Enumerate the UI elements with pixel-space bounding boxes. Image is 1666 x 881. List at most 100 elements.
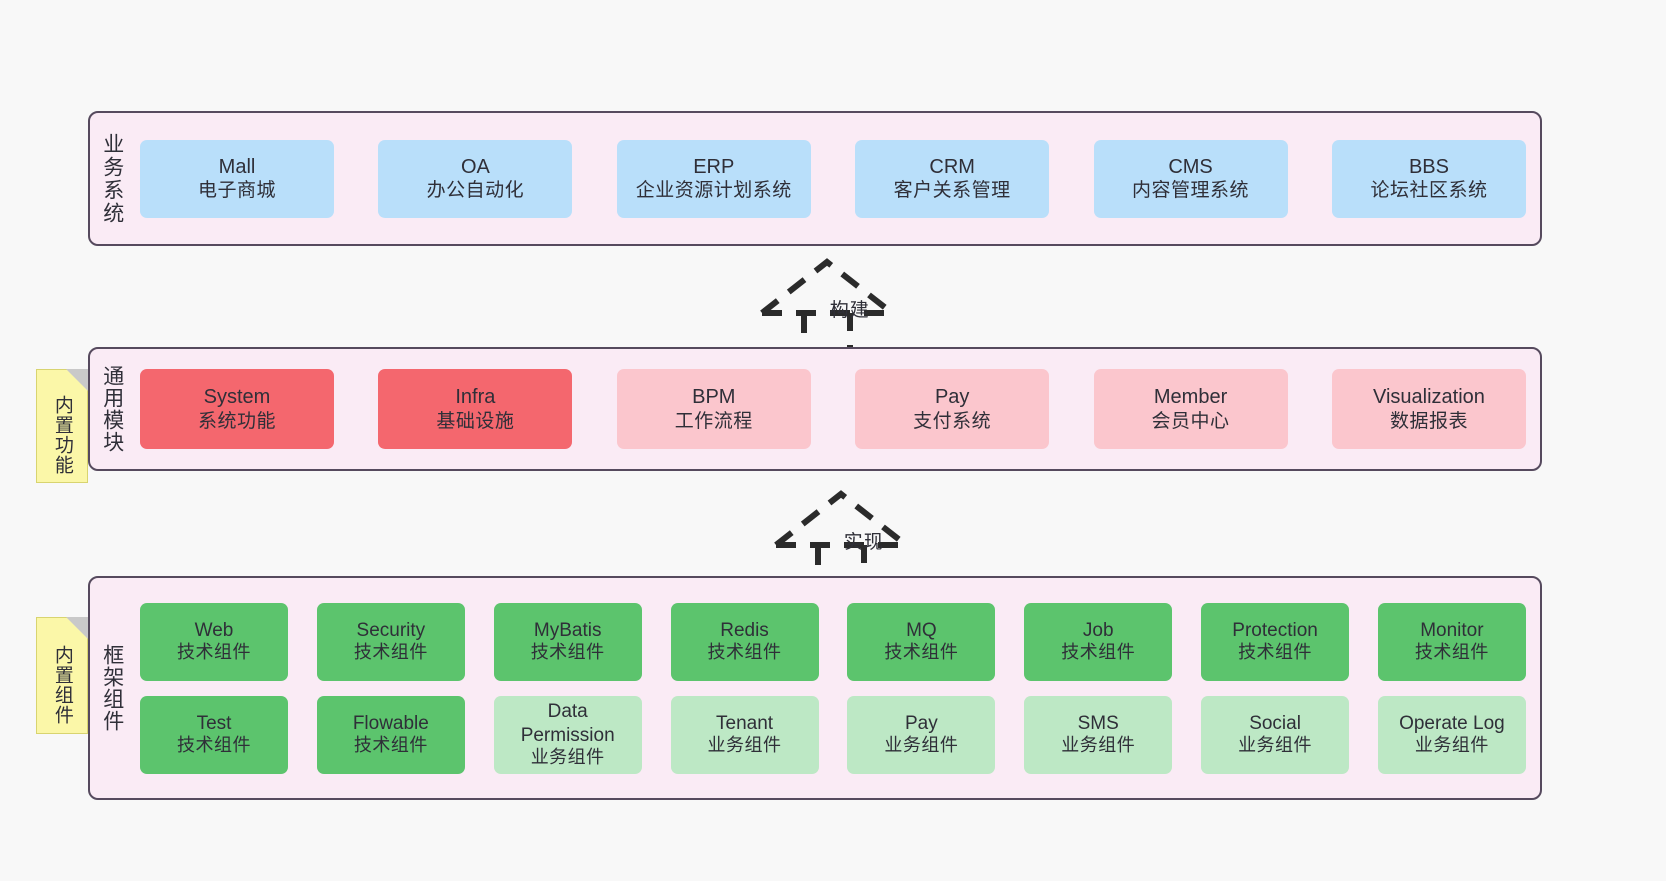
note-builtin-features-label: 内置功能 (51, 395, 73, 475)
layer-title-common: 通用模块 (100, 365, 124, 453)
box-mybatis[interactable]: MyBatis 技术组件 (493, 602, 642, 681)
box-oa[interactable]: OA 办公自动化 (378, 139, 573, 218)
box-data-permission[interactable]: Data Permission 业务组件 (493, 695, 642, 774)
box-test-en: Test (196, 712, 232, 734)
connector-implement: 实现 (771, 489, 931, 585)
layer-body-common: System 系统功能 Infra 基础设施 BPM 工作流程 Pay 支付系统… (134, 349, 1540, 469)
layer-body-business: Mall 电子商城 OA 办公自动化 ERP 企业资源计划系统 CRM 客户关系… (134, 113, 1540, 244)
box-system-en: System (203, 386, 271, 409)
layer-business-row: Mall 电子商城 OA 办公自动化 ERP 企业资源计划系统 CRM 客户关系… (140, 139, 1526, 218)
box-test-cn: 技术组件 (177, 735, 251, 756)
box-social[interactable]: Social 业务组件 (1201, 695, 1350, 774)
box-oa-en: OA (460, 155, 490, 178)
box-test[interactable]: Test 技术组件 (140, 695, 288, 774)
box-operate-log-cn: 业务组件 (1414, 735, 1489, 756)
box-operate-log[interactable]: Operate Log 业务组件 (1377, 695, 1526, 774)
box-redis-en: Redis (720, 619, 769, 641)
box-flowable-en: Flowable (352, 712, 429, 734)
box-crm-cn: 客户关系管理 (893, 180, 1011, 202)
layer-framework-row-1: Web 技术组件 Security 技术组件 MyBatis 技术组件 Redi… (140, 602, 1526, 681)
layer-common-row: System 系统功能 Infra 基础设施 BPM 工作流程 Pay 支付系统… (140, 369, 1526, 449)
box-cms-en: CMS (1168, 155, 1213, 178)
box-mall-cn: 电子商城 (197, 180, 276, 202)
note-builtin-components: 内置组件 (36, 617, 88, 734)
box-web-cn: 技术组件 (177, 642, 251, 663)
box-pay-module[interactable]: Pay 支付系统 (855, 369, 1050, 449)
box-protection[interactable]: Protection 技术组件 (1201, 602, 1350, 681)
box-mall[interactable]: Mall 电子商城 (140, 139, 334, 218)
box-sms[interactable]: SMS 业务组件 (1024, 695, 1173, 774)
box-flowable-cn: 技术组件 (353, 735, 428, 756)
box-bpm[interactable]: BPM 工作流程 (616, 369, 811, 449)
box-visualization[interactable]: Visualization 数据报表 (1331, 369, 1526, 449)
box-system[interactable]: System 系统功能 (140, 369, 334, 449)
layer-body-framework: Web 技术组件 Security 技术组件 MyBatis 技术组件 Redi… (134, 578, 1540, 798)
box-pay-component[interactable]: Pay 业务组件 (847, 695, 996, 774)
note-builtin-features: 内置功能 (36, 369, 88, 483)
box-infra-cn: 基础设施 (436, 410, 515, 432)
box-security-cn: 技术组件 (353, 642, 428, 663)
box-flowable[interactable]: Flowable 技术组件 (316, 695, 465, 774)
box-infra-en: Infra (455, 386, 496, 409)
box-bbs-cn: 论坛社区系统 (1370, 180, 1488, 202)
box-crm[interactable]: CRM 客户关系管理 (855, 139, 1050, 218)
box-tenant-en: Tenant (716, 712, 774, 734)
box-job[interactable]: Job 技术组件 (1024, 602, 1173, 681)
box-mq-en: MQ (906, 619, 937, 641)
box-security-en: Security (356, 619, 426, 641)
box-web-en: Web (194, 619, 234, 641)
layer-title-business: 业务系统 (100, 132, 124, 225)
box-mybatis-en: MyBatis (533, 619, 602, 641)
box-monitor-en: Monitor (1420, 619, 1484, 641)
box-member[interactable]: Member 会员中心 (1093, 369, 1288, 449)
layer-framework-row-2: Test 技术组件 Flowable 技术组件 Data Permission … (140, 695, 1526, 774)
box-visualization-cn: 数据报表 (1389, 410, 1468, 432)
box-system-cn: 系统功能 (197, 410, 276, 432)
box-pay-module-en: Pay (934, 386, 970, 409)
box-erp-en: ERP (693, 155, 735, 178)
box-infra[interactable]: Infra 基础设施 (378, 369, 573, 449)
connector-build-glyph (760, 258, 894, 353)
box-job-cn: 技术组件 (1061, 642, 1136, 663)
box-security[interactable]: Security 技术组件 (316, 602, 465, 681)
box-data-permission-en: Data Permission (520, 701, 615, 746)
box-erp-cn: 企业资源计划系统 (635, 180, 792, 202)
layer-common-modules: 通用模块 System 系统功能 Infra 基础设施 BPM 工作流程 Pay… (88, 347, 1542, 471)
box-bbs[interactable]: BBS 论坛社区系统 (1331, 139, 1526, 218)
box-job-en: Job (1082, 619, 1114, 641)
box-bpm-cn: 工作流程 (674, 410, 753, 432)
box-pay-module-cn: 支付系统 (913, 410, 992, 432)
box-web[interactable]: Web 技术组件 (140, 602, 288, 681)
box-social-en: Social (1249, 712, 1301, 734)
box-protection-en: Protection (1232, 619, 1318, 641)
box-crm-en: CRM (929, 155, 975, 178)
box-mybatis-cn: 技术组件 (530, 642, 605, 663)
box-bbs-en: BBS (1408, 155, 1449, 178)
box-protection-cn: 技术组件 (1238, 642, 1313, 663)
box-mq[interactable]: MQ 技术组件 (847, 602, 996, 681)
box-monitor-cn: 技术组件 (1414, 642, 1489, 663)
box-mall-en: Mall (218, 155, 256, 178)
box-social-cn: 业务组件 (1238, 735, 1313, 756)
connector-build: 构建 (757, 257, 917, 353)
connector-implement-glyph (774, 490, 908, 585)
box-bpm-en: BPM (692, 386, 736, 409)
box-cms[interactable]: CMS 内容管理系统 (1093, 139, 1288, 218)
box-visualization-en: Visualization (1372, 386, 1485, 409)
box-tenant-cn: 业务组件 (707, 735, 782, 756)
box-data-permission-cn: 业务组件 (530, 746, 605, 767)
box-tenant[interactable]: Tenant 业务组件 (670, 695, 819, 774)
box-erp[interactable]: ERP 企业资源计划系统 (616, 139, 811, 218)
box-sms-en: SMS (1077, 712, 1119, 734)
note-builtin-components-label: 内置组件 (51, 644, 73, 725)
box-oa-cn: 办公自动化 (426, 180, 525, 202)
layer-business-systems: 业务系统 Mall 电子商城 OA 办公自动化 ERP 企业资源计划系统 CRM… (88, 111, 1542, 246)
box-monitor[interactable]: Monitor 技术组件 (1377, 602, 1526, 681)
layer-title-framework: 框架组件 (100, 644, 124, 732)
box-pay-component-cn: 业务组件 (884, 735, 959, 756)
box-redis-cn: 技术组件 (707, 642, 782, 663)
box-redis[interactable]: Redis 技术组件 (670, 602, 819, 681)
box-operate-log-en: Operate Log (1399, 712, 1505, 734)
box-pay-component-en: Pay (905, 712, 938, 734)
